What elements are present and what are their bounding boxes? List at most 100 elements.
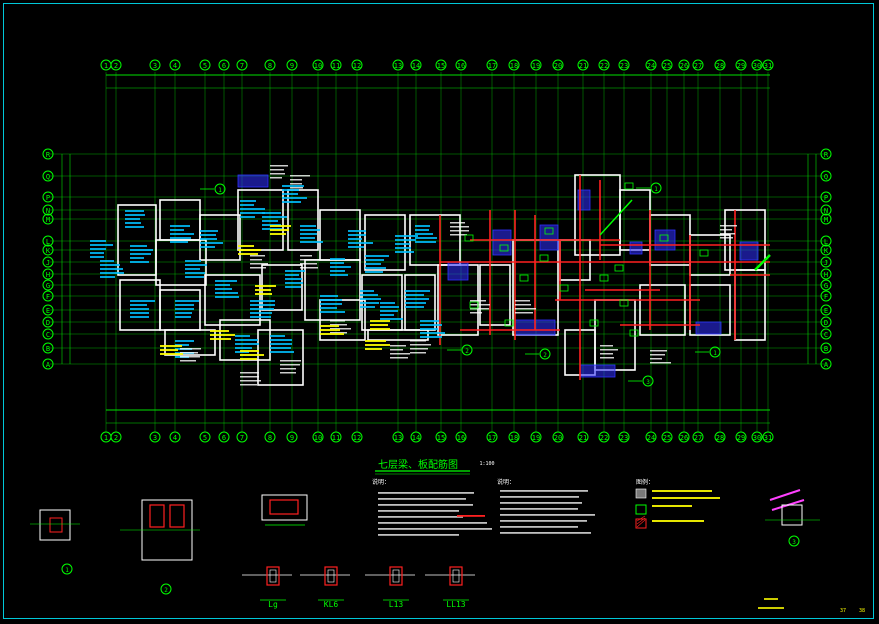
note-line (500, 508, 578, 510)
axis-label-top: 7 (240, 62, 244, 70)
magenta-rebar (769, 489, 801, 501)
rebar-text-line (250, 316, 271, 318)
beam-tag (499, 244, 509, 252)
rebar-text-line (415, 237, 437, 239)
axis-label-bottom: 23 (620, 434, 628, 442)
axis-label-top: 14 (412, 62, 420, 70)
notes-heading: 说明： (497, 478, 515, 486)
axis-label-bottom: 27 (694, 434, 702, 442)
rebar-text-line (215, 288, 232, 290)
hatched-slab (579, 364, 616, 378)
rebar-text-line (215, 296, 239, 298)
yellow-annotation (255, 285, 276, 295)
note-line (378, 492, 474, 494)
rebar-text-line (100, 272, 124, 274)
dimension-text (290, 175, 310, 189)
axis-label-right: J (824, 259, 828, 267)
axis-bubble (42, 328, 54, 340)
detail-callout-label: 2 (465, 348, 469, 355)
note-line (378, 510, 459, 512)
section-detail-2 (120, 499, 200, 595)
text-line (160, 349, 178, 351)
axis-bubble (435, 431, 447, 443)
axis-label-top: 24 (647, 62, 655, 70)
dimension-text (280, 360, 301, 374)
rebar-text-line (405, 302, 426, 304)
axis-bubble (645, 59, 657, 71)
axis-bubble (42, 213, 54, 225)
axis-label-top: 8 (268, 62, 272, 70)
rebar-annotation (420, 320, 445, 338)
axis-label-right: L (824, 238, 828, 246)
dimension-text (180, 348, 201, 362)
axis-label-left: R (46, 151, 51, 159)
axis-bubble (508, 431, 520, 443)
axis-label-top: 4 (173, 62, 177, 70)
axis-bubble (435, 59, 447, 71)
axis-bubble (645, 431, 657, 443)
axis-label-left: F (46, 293, 50, 301)
axis-bubble (762, 431, 774, 443)
text-line (390, 349, 403, 351)
text-line (280, 368, 296, 370)
axis-label-left: Q (46, 173, 50, 181)
beam-tag (629, 329, 639, 337)
axis-bubble (42, 358, 54, 370)
rebar-text-line (215, 284, 230, 286)
text-line (600, 345, 613, 347)
note-line (378, 504, 473, 506)
rebar-text-line (175, 300, 199, 302)
axis-label-bottom: 7 (240, 434, 244, 442)
axis-label-top: 20 (554, 62, 562, 70)
detail-rebar (149, 504, 165, 528)
legend-text (652, 490, 712, 492)
text-line (450, 222, 465, 224)
text-line (180, 356, 200, 358)
rebar-text-line (270, 351, 294, 353)
axis-bubble (455, 59, 467, 71)
axis-label-top: 29 (737, 62, 745, 70)
rebar-annotation (175, 300, 199, 318)
axis-label-right: A (824, 361, 829, 369)
rebar-text-line (330, 266, 351, 268)
stair-line (754, 254, 771, 271)
yellow-annotation (365, 340, 390, 350)
rebar-annotation (130, 245, 153, 263)
axis-bubble (820, 213, 832, 225)
rebar-text-line (330, 262, 344, 264)
wall-outline (734, 269, 766, 341)
wall-outline (319, 299, 366, 341)
axis-bubble (486, 59, 498, 71)
rebar-annotation (282, 185, 307, 203)
axis-label-bottom: 10 (314, 434, 322, 442)
rebar-text-line (170, 237, 191, 239)
axis-bubble (618, 431, 630, 443)
rebar-text-line (415, 229, 429, 231)
dimension-text (720, 225, 737, 239)
rebar-text-line (360, 302, 379, 304)
detail-rebar (269, 499, 299, 515)
axis-label-top: 10 (314, 62, 322, 70)
footer-text (764, 598, 778, 600)
rebar-text-line (395, 247, 411, 249)
note-line (378, 498, 466, 500)
text-line (180, 360, 196, 362)
text-line (600, 357, 614, 359)
axis-bubble (42, 170, 54, 182)
axis-bubble (236, 431, 248, 443)
yellow-annotation (238, 245, 261, 255)
axis-bubble (820, 191, 832, 203)
axis-label-bottom: 26 (680, 434, 688, 442)
axis-label-bottom: 16 (457, 434, 465, 442)
text-line (410, 352, 426, 354)
slab-fill (739, 241, 759, 261)
axis-bubble (820, 256, 832, 268)
beam-tag (469, 301, 479, 309)
rebar-annotation (285, 270, 305, 288)
dimension-text (390, 345, 410, 359)
axis-bubble (714, 431, 726, 443)
legend-hatch (636, 517, 646, 525)
axis-bubble (530, 59, 542, 71)
rebar-text-line (365, 255, 389, 257)
rebar-text-line (365, 271, 383, 273)
